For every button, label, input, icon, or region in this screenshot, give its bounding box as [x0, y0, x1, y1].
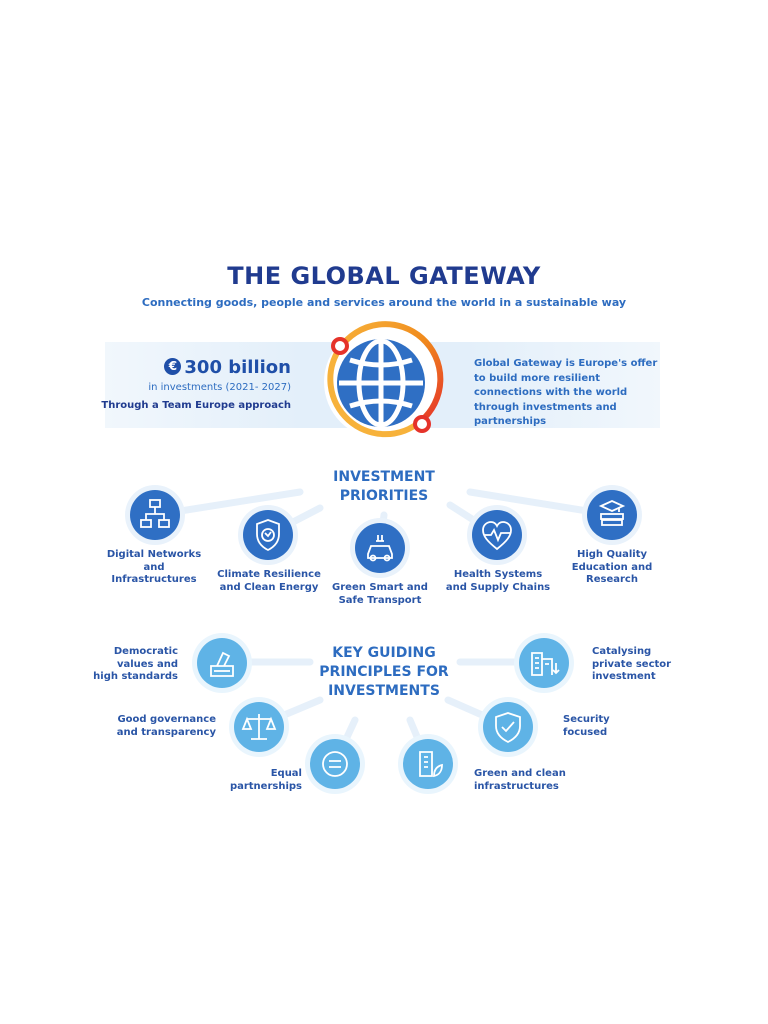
- principle-label: Green and clean infrastructures: [474, 768, 566, 792]
- priority-label: Climate Resilience and Clean Energy: [217, 569, 321, 593]
- globe-logo-icon: [324, 321, 444, 439]
- green-building-icon: [398, 734, 458, 794]
- heading-line: INVESTMENT: [333, 469, 435, 485]
- priority-label: Digital Networks and Infrastructures: [106, 549, 202, 585]
- buildings-icon: [514, 633, 574, 693]
- network-icon: [125, 485, 185, 545]
- investment-amount: €300 billion: [164, 357, 291, 378]
- ballot-icon: [192, 633, 252, 693]
- security-shield-icon: [478, 697, 538, 757]
- principle-label: Catalysing private sector investment: [592, 646, 672, 682]
- principle-label: Equal partnerships: [229, 768, 302, 792]
- principle-label: Democratic values and high standards: [93, 646, 178, 682]
- priority-label: High Quality Education and Research: [571, 549, 653, 585]
- equal-icon: [305, 734, 365, 794]
- heading-line: INVESTMENTS: [328, 683, 440, 699]
- climate-shield-icon: [238, 505, 298, 565]
- page-subtitle: Connecting goods, people and services ar…: [141, 296, 627, 309]
- principle-label: Security focused: [563, 714, 610, 738]
- scales-icon: [229, 697, 289, 757]
- electric-car-icon: [350, 518, 410, 578]
- priority-label: Green Smart and Safe Transport: [332, 582, 428, 606]
- euro-icon: €: [164, 358, 182, 375]
- guiding-principles-heading: KEY GUIDING PRINCIPLES FOR INVESTMENTS: [0, 644, 768, 701]
- heading-line: PRIORITIES: [339, 488, 429, 504]
- investment-approach: Through a Team Europe approach: [101, 400, 291, 411]
- principle-label: Good governance and transparency: [116, 714, 216, 738]
- priority-label: Health Systems and Supply Chains: [445, 569, 551, 593]
- heart-pulse-icon: [467, 505, 527, 565]
- page-title: THE GLOBAL GATEWAY: [227, 262, 541, 290]
- books-icon: [582, 485, 642, 545]
- heading-line: PRINCIPLES FOR: [319, 664, 449, 680]
- investment-amount-value: 300 billion: [184, 357, 291, 378]
- investment-priorities-heading: INVESTMENT PRIORITIES: [0, 468, 768, 506]
- offer-description: Global Gateway is Europe's offer to buil…: [474, 358, 658, 427]
- heading-line: KEY GUIDING: [332, 645, 436, 661]
- investment-period: in investments (2021- 2027): [148, 382, 291, 393]
